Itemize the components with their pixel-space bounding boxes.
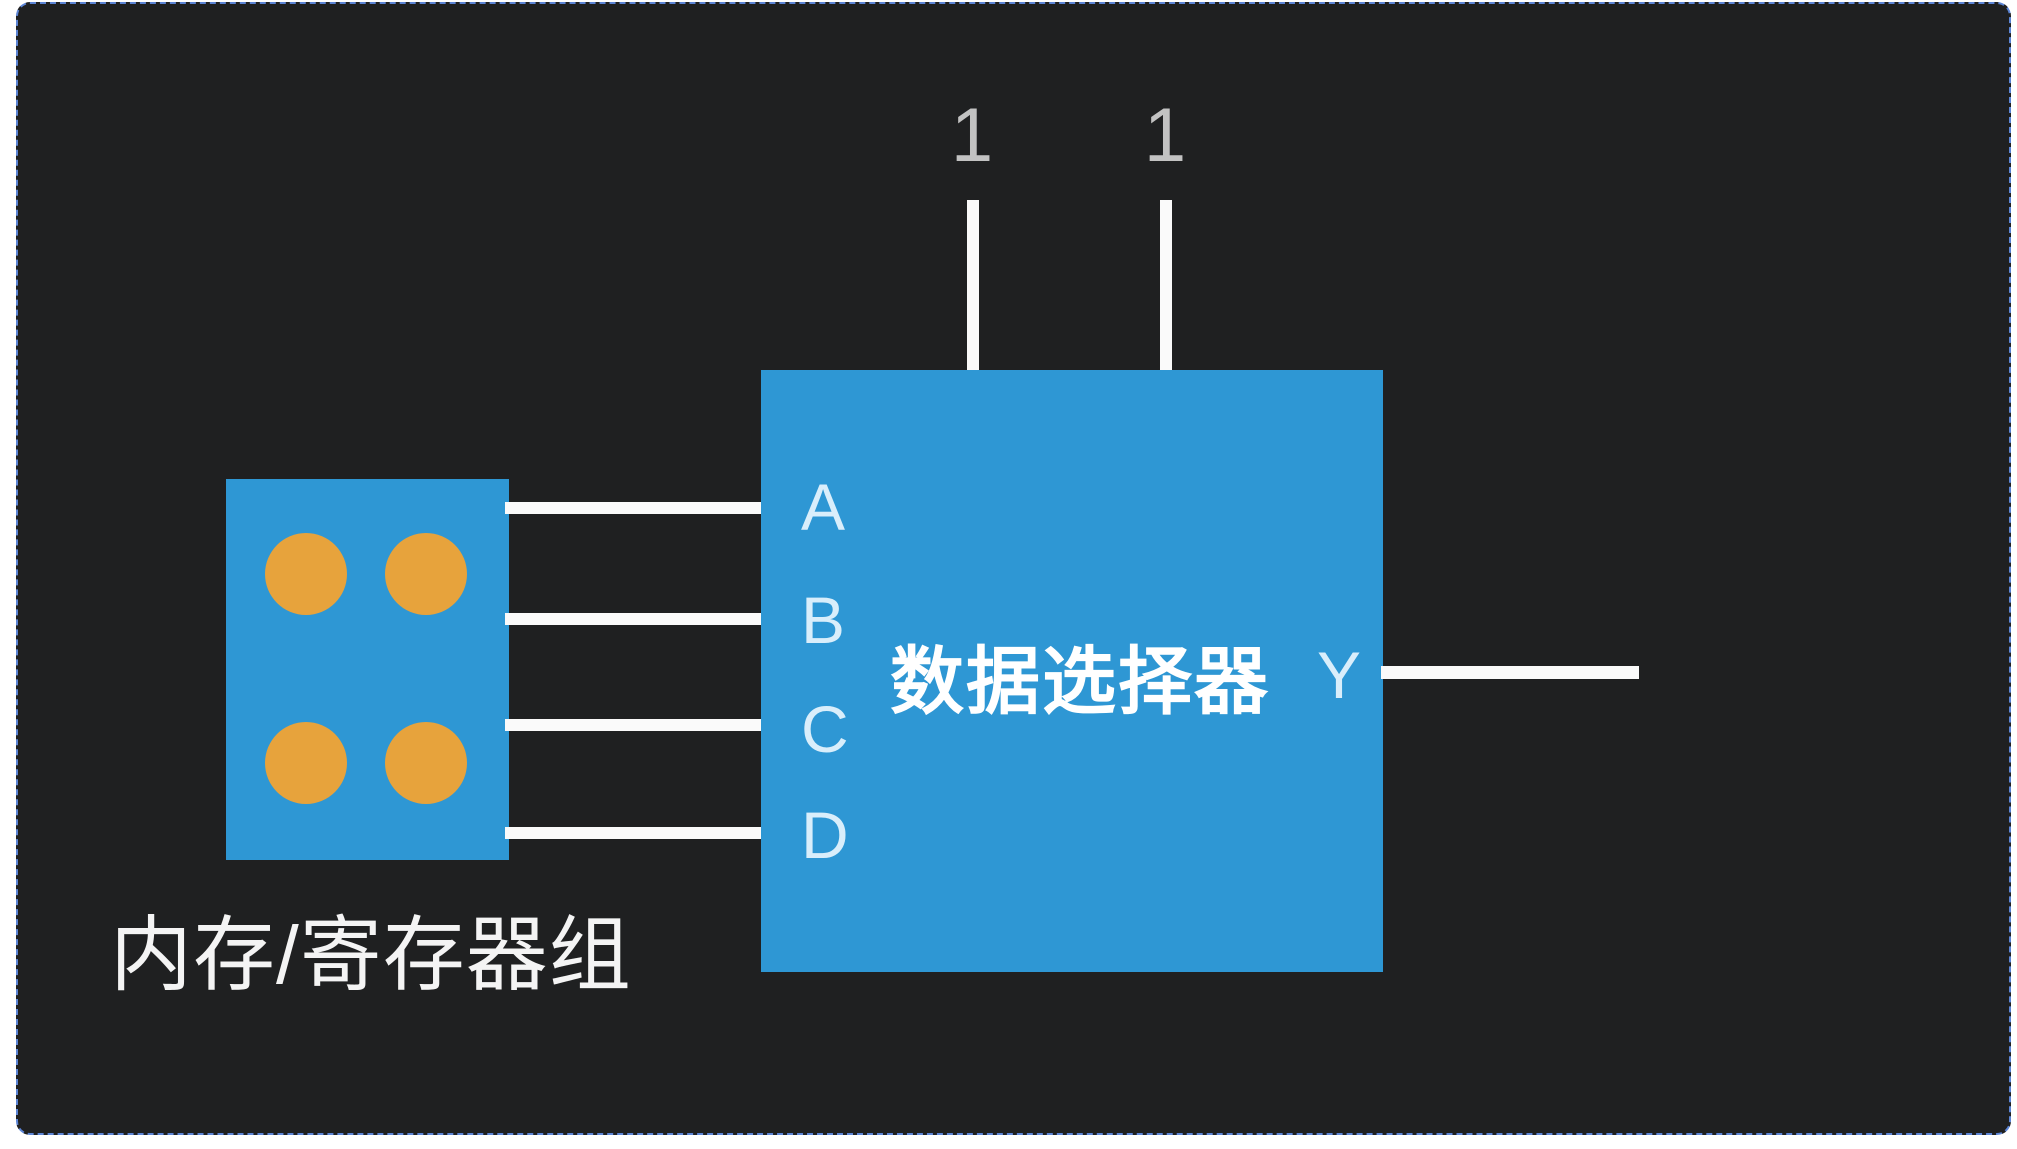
data-wire-a bbox=[505, 502, 763, 514]
select-wire-1 bbox=[967, 200, 979, 372]
input-port-label-d: D bbox=[801, 798, 849, 872]
select-constant-1: 1 bbox=[950, 93, 994, 178]
data-wire-b bbox=[505, 613, 763, 625]
data-wire-c bbox=[505, 719, 763, 731]
input-port-label-b: B bbox=[801, 583, 846, 657]
selector-title: 数据选择器 bbox=[890, 640, 1270, 723]
data-wire-d bbox=[505, 827, 763, 839]
input-port-label-a: A bbox=[801, 470, 846, 544]
memory-cell-4 bbox=[385, 722, 467, 804]
memory-cell-1 bbox=[265, 533, 347, 615]
memory-register-block bbox=[226, 479, 509, 860]
select-constant-2: 1 bbox=[1143, 93, 1187, 178]
output-port-label-y: Y bbox=[1317, 638, 1362, 712]
output-wire-y bbox=[1381, 666, 1639, 679]
memory-cell-2 bbox=[385, 533, 467, 615]
select-wire-2 bbox=[1160, 200, 1172, 372]
diagram-canvas: 1 1 A B C D Y 数据选择器 内存/寄存器组 bbox=[16, 2, 2011, 1135]
data-selector-block: A B C D Y bbox=[761, 370, 1383, 972]
memory-caption: 内存/寄存器组 bbox=[110, 910, 632, 1001]
memory-cell-3 bbox=[265, 722, 347, 804]
input-port-label-c: C bbox=[801, 692, 849, 766]
